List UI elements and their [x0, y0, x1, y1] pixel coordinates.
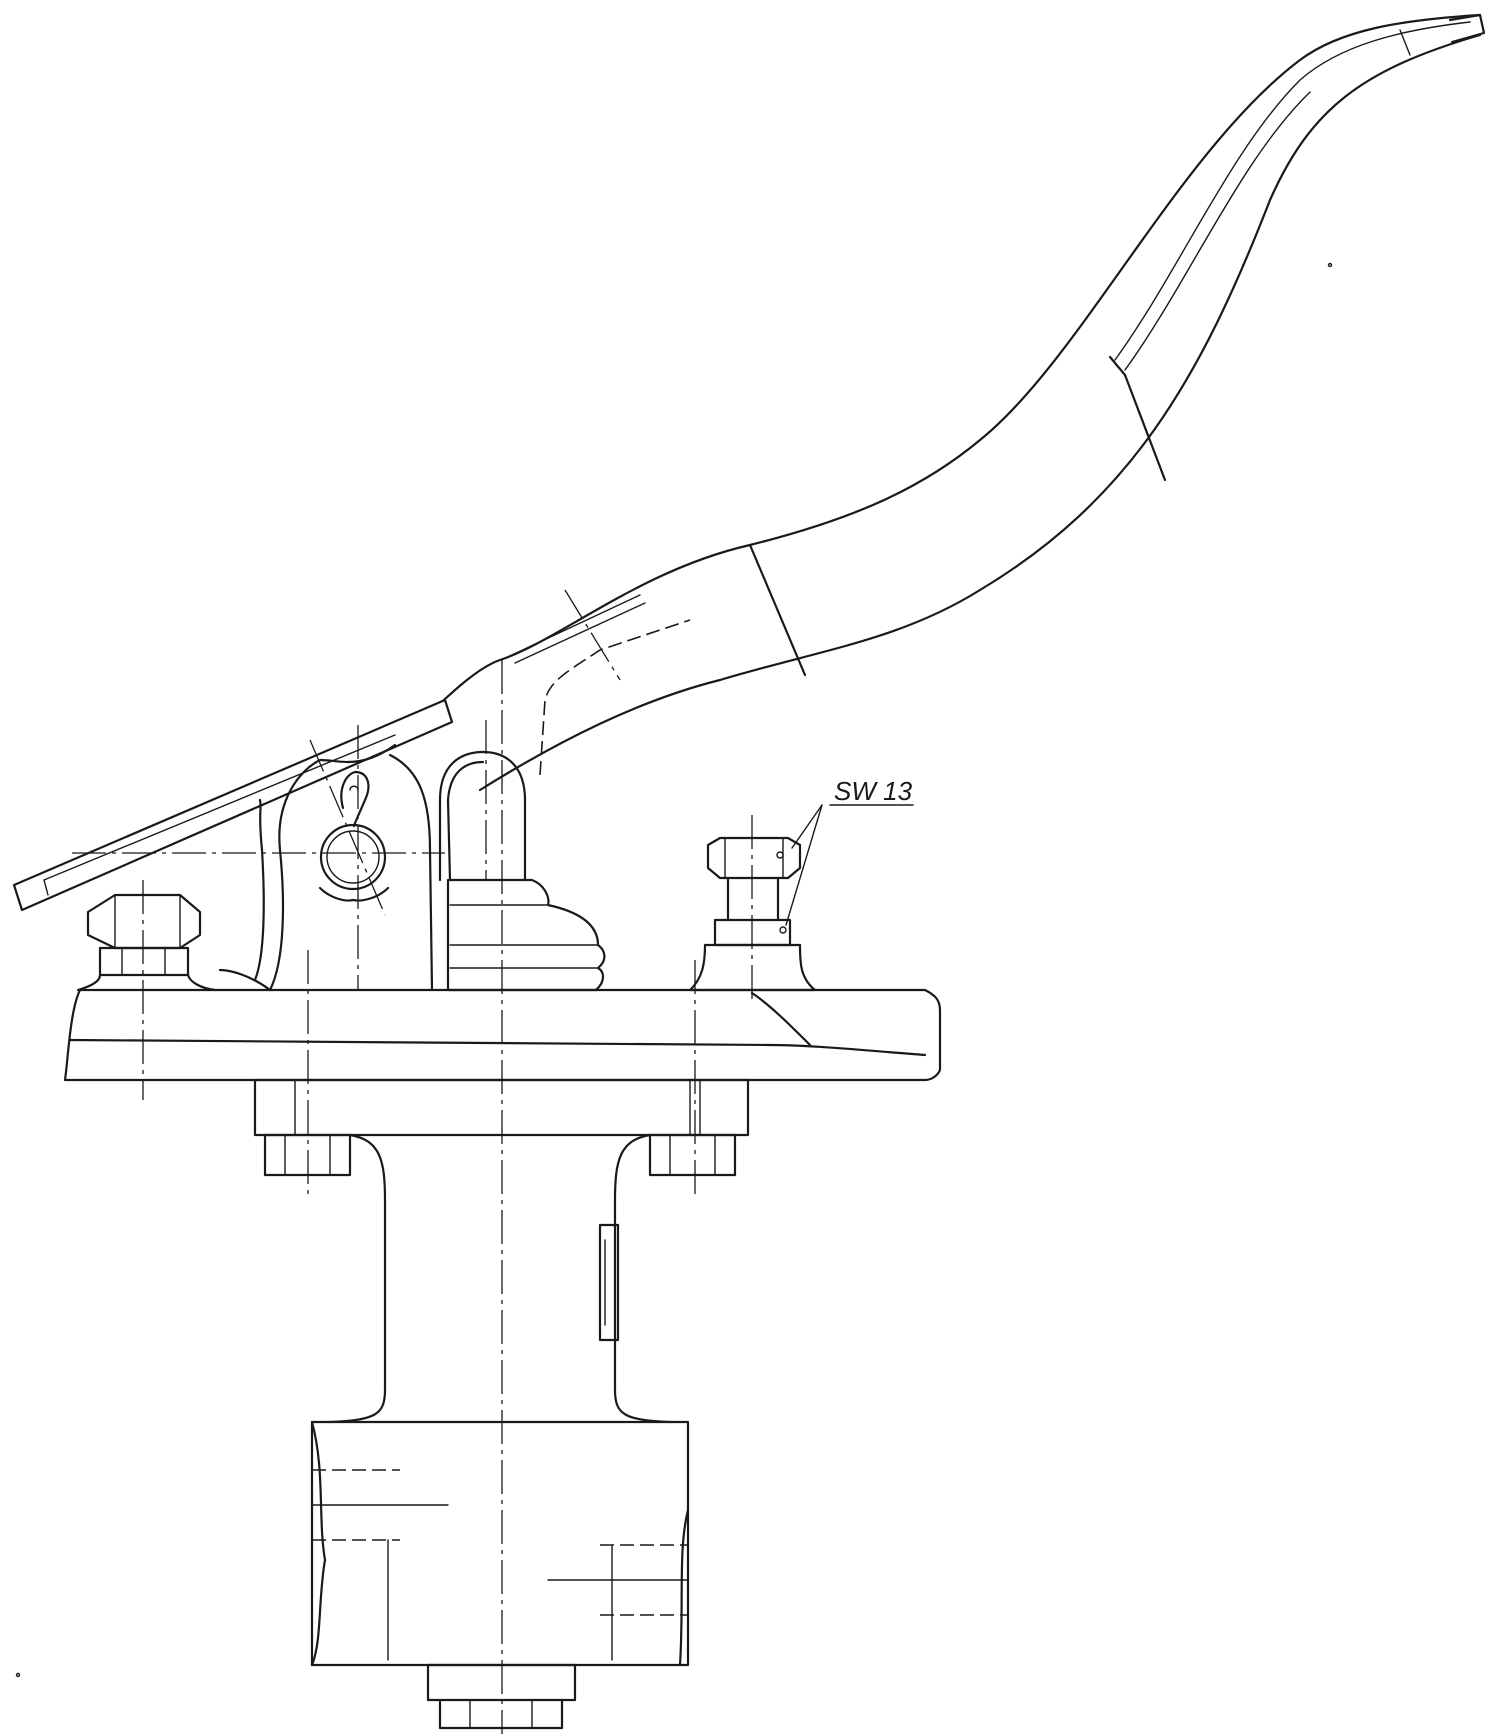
pivot-bracket: [218, 743, 434, 992]
pedal-arm: [393, 13, 1486, 792]
lower-nut-right: [648, 1133, 737, 1177]
wrench-size-label: SW 13: [834, 776, 913, 806]
column-shaft: [328, 1133, 672, 1424]
left-stop-bolt: [76, 893, 217, 992]
plunger-boot: [438, 750, 606, 992]
centerlines: [72, 660, 753, 1734]
cotter-pin: [340, 770, 370, 828]
lower-nut-left: [263, 1133, 352, 1177]
foot-plate: [12, 594, 646, 912]
pivot-pin: [319, 823, 387, 891]
wrench-size-callout: SW 13: [785, 776, 914, 926]
lower-housing: [310, 1420, 690, 1730]
base-plate: [63, 988, 942, 1082]
clamp-bar: [253, 1078, 750, 1137]
